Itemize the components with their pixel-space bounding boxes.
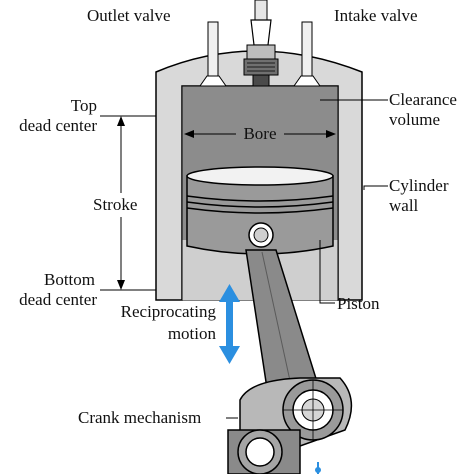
cylinder-wall-label-line2: wall bbox=[389, 196, 419, 215]
intake-valve-label: Intake valve bbox=[334, 6, 418, 25]
reciprocating-motion-label-line1: Reciprocating bbox=[120, 302, 216, 321]
clearance-volume-label-line2: volume bbox=[389, 110, 440, 129]
leader-lines bbox=[226, 99, 388, 419]
reciprocating-motion-label-line2: motion bbox=[167, 324, 216, 343]
top-dead-center-label-line1: Top bbox=[70, 96, 97, 115]
piston bbox=[186, 166, 334, 255]
bore-dimension bbox=[184, 130, 336, 138]
bore-label: Bore bbox=[243, 124, 277, 143]
top-dead-center-label-line2: dead center bbox=[19, 116, 97, 135]
crank-mechanism-label: Crank mechanism bbox=[78, 408, 202, 427]
outlet-valve-label: Outlet valve bbox=[87, 6, 171, 25]
clearance-volume-label-line1: Clearance bbox=[389, 90, 457, 109]
reciprocating-motion-arrow bbox=[219, 284, 240, 364]
bottom-dead-center-label-line1: Bottom bbox=[43, 270, 95, 289]
intake-valve bbox=[293, 21, 321, 87]
stroke-dimension bbox=[100, 115, 156, 291]
spark-plug bbox=[243, 0, 279, 87]
outlet-valve bbox=[199, 21, 227, 87]
bottom-dead-center-label-line2: dead center bbox=[19, 290, 97, 309]
piston-label: Piston bbox=[337, 294, 380, 313]
cylinder-wall-label-line1: Cylinder bbox=[389, 176, 449, 195]
stroke-label: Stroke bbox=[93, 195, 138, 214]
crank-mechanism bbox=[227, 377, 353, 474]
